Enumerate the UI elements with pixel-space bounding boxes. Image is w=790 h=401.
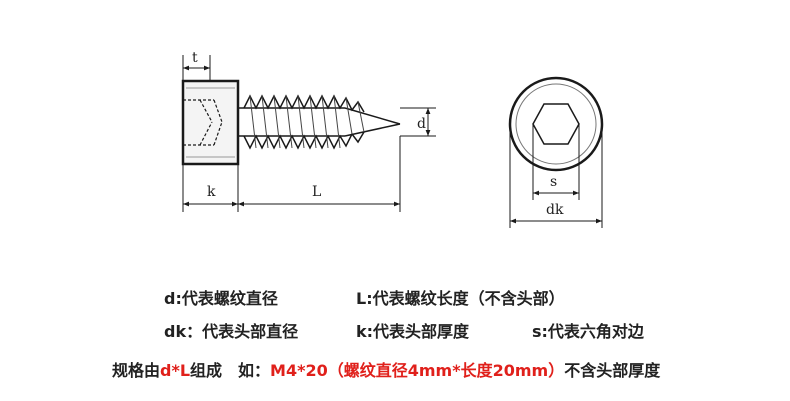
screw-diagram [181, 55, 604, 228]
label-s: s [550, 174, 558, 190]
label-d: d [417, 116, 426, 132]
label-t: t [192, 50, 198, 66]
spec-formula: d*L [160, 361, 191, 380]
label-dk: dk [546, 202, 564, 218]
spec-mid: 组成 如： [190, 361, 271, 380]
dimension-lines-side [182, 55, 436, 212]
spec-prefix: 规格由 [112, 361, 161, 380]
screw-head-top [508, 76, 604, 172]
legend-k: k:代表头部厚度 [356, 322, 470, 341]
screw-head-side [181, 79, 240, 166]
label-L: L [312, 184, 322, 200]
legend-d: d:代表螺纹直径 [164, 289, 278, 308]
spec-suffix: 不含头部厚度 [564, 361, 661, 380]
spec-example: M4*20（螺纹直径4mm*长度20mm） [270, 361, 565, 380]
legend-dk: dk：代表头部直径 [164, 322, 299, 341]
legend-L: L:代表螺纹长度（不含头部） [356, 289, 565, 308]
spec-line: 规格由d*L组成 如：M4*20（螺纹直径4mm*长度20mm）不含头部厚度 [112, 357, 660, 381]
dimension-lines-top [509, 124, 603, 228]
label-k: k [207, 184, 216, 200]
legend-s: s:代表六角对边 [532, 322, 644, 341]
screw-thread-side [238, 94, 401, 150]
